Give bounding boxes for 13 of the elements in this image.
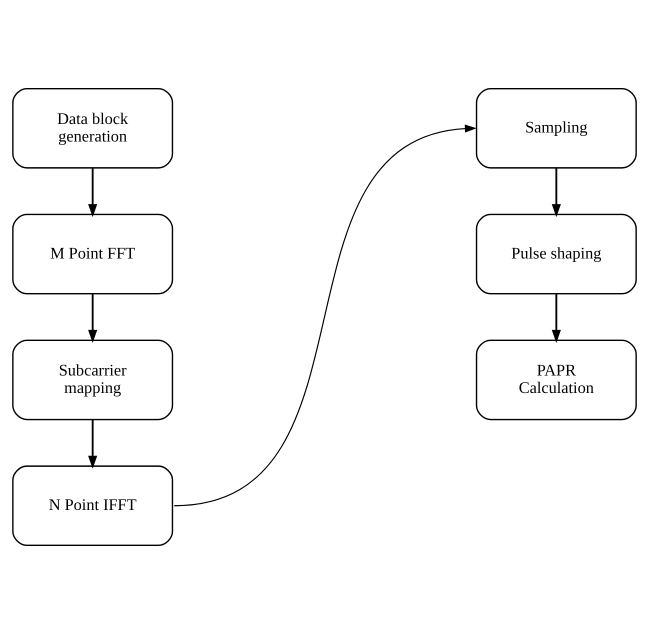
node-box: M Point FFT — [12, 214, 174, 294]
arrow — [552, 168, 561, 218]
node-box: Data block generation — [12, 88, 174, 169]
node-box: Sampling — [476, 88, 637, 169]
arrow — [88, 294, 98, 343]
arrow — [88, 168, 98, 218]
node-box: Pulse shaping — [476, 214, 637, 294]
arrow — [88, 420, 98, 469]
node-box: Subcarrier mapping — [12, 340, 174, 420]
node-box: PAPR Calculation — [476, 340, 637, 420]
arrow — [552, 294, 561, 343]
arrow — [174, 124, 477, 506]
node-box: N Point IFFT — [12, 465, 174, 546]
